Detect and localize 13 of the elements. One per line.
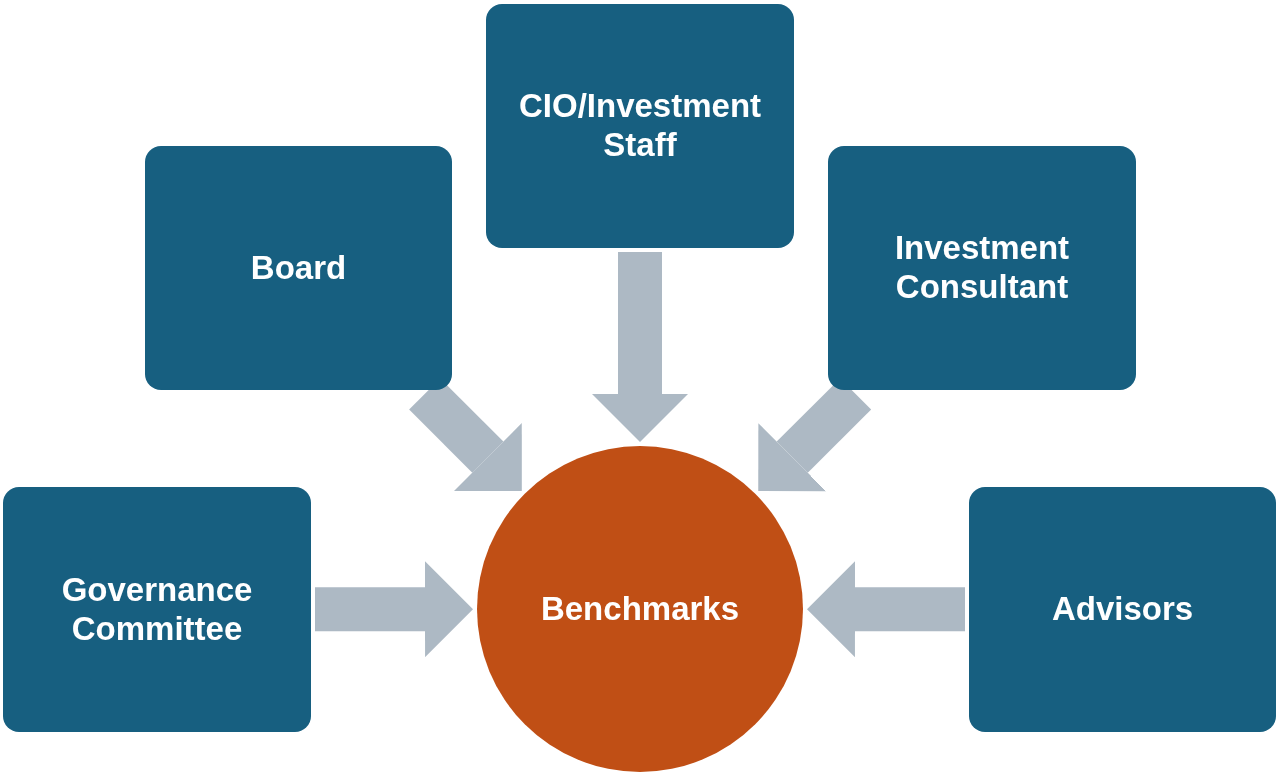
role-box <box>486 4 794 248</box>
role-box <box>828 146 1136 390</box>
node-label: Advisors <box>1051 590 1194 629</box>
node-label: Investment Consultant <box>893 229 1071 307</box>
block-arrow <box>592 252 688 442</box>
role-box <box>969 487 1276 732</box>
node-label: Benchmarks <box>540 589 740 629</box>
node-label: Governance Committee <box>60 570 254 649</box>
node-label: Board <box>250 248 347 288</box>
role-box <box>3 487 311 732</box>
role-box <box>145 146 452 390</box>
node-label: CIO/Investment Staff <box>517 87 763 165</box>
block-arrow <box>314 561 473 658</box>
